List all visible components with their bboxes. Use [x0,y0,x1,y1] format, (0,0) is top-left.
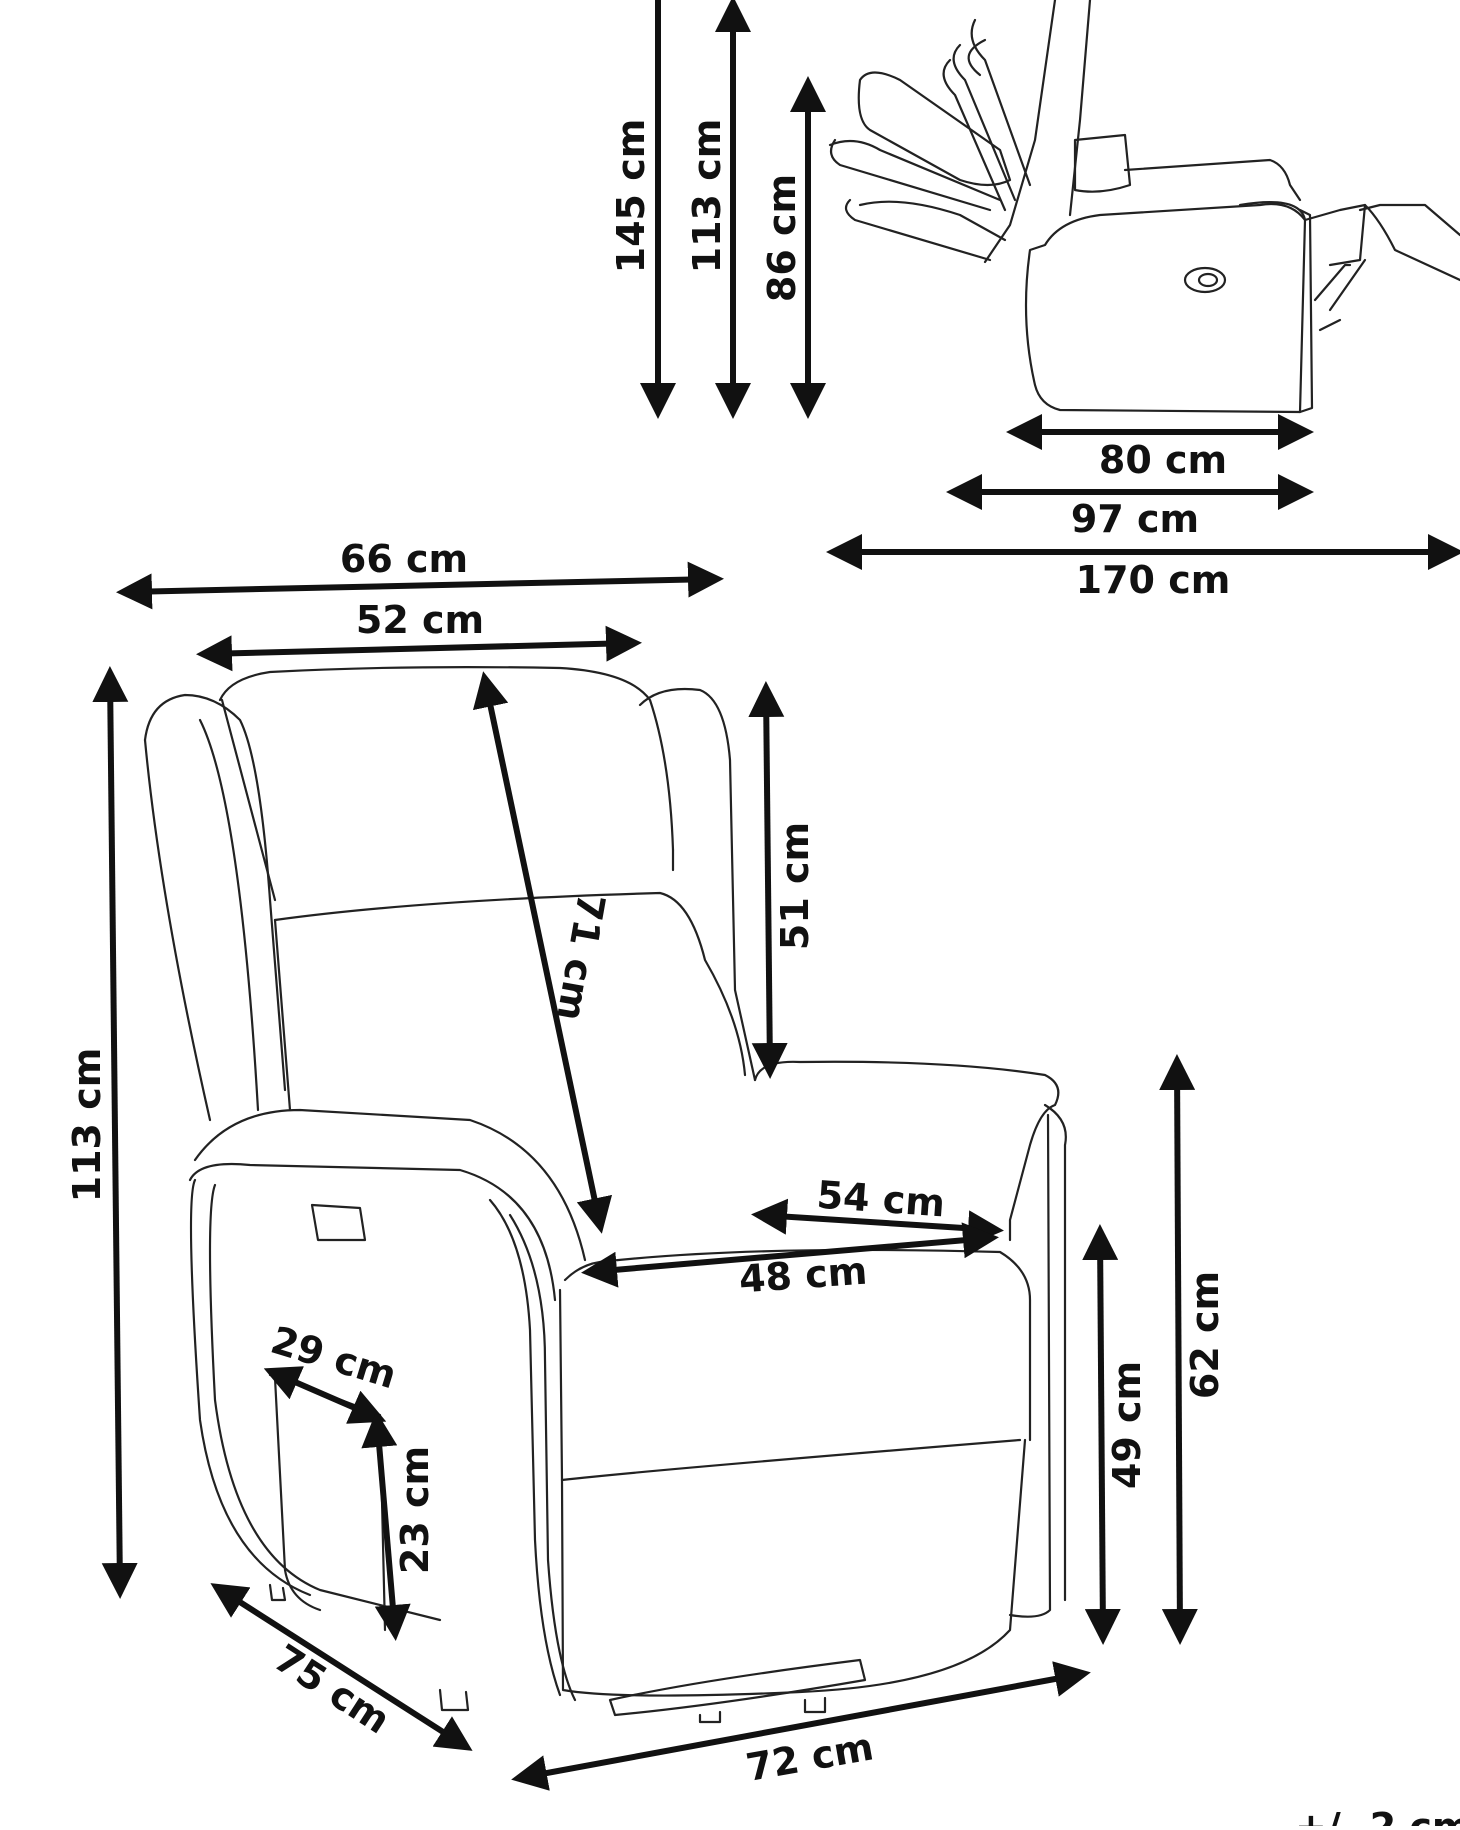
tolerance-note: +/- 2 cm [1295,1805,1460,1826]
side-view-drawing [828,0,1460,414]
inner-width-arrow [196,625,642,672]
backrest-diagonal-label: 71 cm [548,890,614,1024]
side-height-total-label: 145 cm [609,119,653,274]
overall-height-label: 113 cm [65,1048,109,1203]
pocket-height-label: 23 cm [393,1446,437,1574]
seat-width-arrow [581,1222,999,1288]
width-arrow [511,1661,1091,1791]
backrest-height-arrow [748,681,788,1079]
pocket-width-arrow [263,1366,387,1424]
backrest-height-label: 51 cm [773,822,817,950]
seat-depth-label: 54 cm [815,1173,946,1226]
side-depth-upright-label: 97 cm [1071,497,1199,541]
arm-height-label: 62 cm [1183,1271,1227,1399]
side-height-seat-label: 86 cm [760,174,804,302]
depth-arrow [210,1583,473,1751]
overall-width-label: 66 cm [340,537,468,581]
arm-height-arrow [1159,1054,1198,1645]
seat-width-label: 48 cm [738,1249,869,1302]
seat-height-arrow [1082,1224,1121,1645]
side-height-back-label: 113 cm [685,119,729,274]
overall-height-arrow [92,666,138,1599]
seat-height-label: 49 cm [1105,1361,1149,1489]
overall-width-arrow [116,561,724,610]
side-depth-reclined-label: 170 cm [1076,558,1231,602]
inner-width-label: 52 cm [356,598,484,642]
pocket-width-label: 29 cm [266,1318,401,1398]
side-depth-seat-label: 80 cm [1099,438,1227,482]
backrest-diagonal-arrow [472,671,613,1234]
